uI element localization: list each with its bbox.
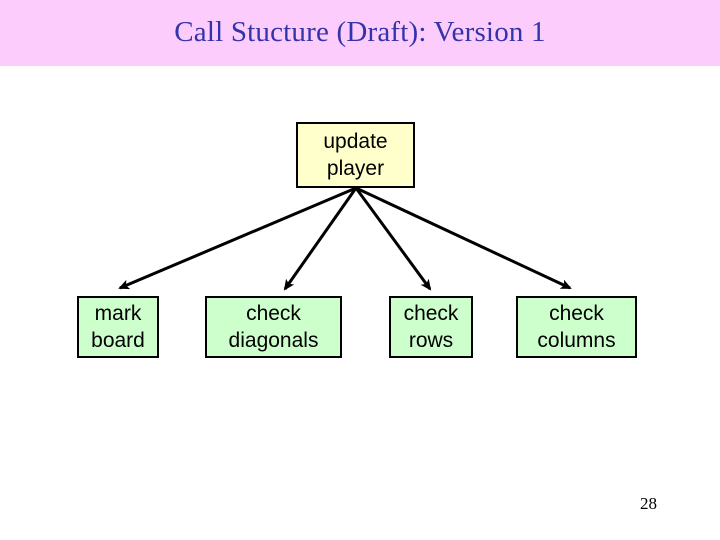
page-title: Call Stucture (Draft): Version 1 <box>174 16 546 48</box>
edge-update-player-to-check-columns <box>355 186 572 290</box>
node-check-diagonals[interactable]: check diagonals <box>205 296 342 358</box>
edge-update-player-to-mark-board <box>118 186 357 290</box>
node-check-columns[interactable]: check columns <box>516 296 637 358</box>
edge-update-player-to-check-rows <box>354 187 432 291</box>
page-number: 28 <box>640 494 657 513</box>
node-check-rows-line2: rows <box>408 329 454 352</box>
node-update-player-line1: update <box>323 130 388 153</box>
node-check-columns-line2: columns <box>537 329 616 352</box>
node-update-player[interactable]: update player <box>296 122 415 188</box>
node-mark-board-line1: mark <box>94 302 142 325</box>
node-check-rows-line1: check <box>403 302 459 325</box>
node-mark-board-line2: board <box>91 329 145 352</box>
arrow-layer <box>118 186 572 291</box>
edge-update-player-to-check-diagonals <box>283 187 358 291</box>
node-check-columns-line1: check <box>549 302 604 325</box>
node-check-diagonals-line2: diagonals <box>228 329 319 352</box>
node-mark-board[interactable]: mark board <box>77 296 159 358</box>
title-banner: Call Stucture (Draft): Version 1 <box>0 0 720 66</box>
node-check-diagonals-line1: check <box>246 302 301 325</box>
call-structure-diagram: update player mark board check diagonals… <box>0 66 720 540</box>
node-update-player-line2: player <box>326 157 385 180</box>
node-check-rows[interactable]: check rows <box>389 296 473 358</box>
